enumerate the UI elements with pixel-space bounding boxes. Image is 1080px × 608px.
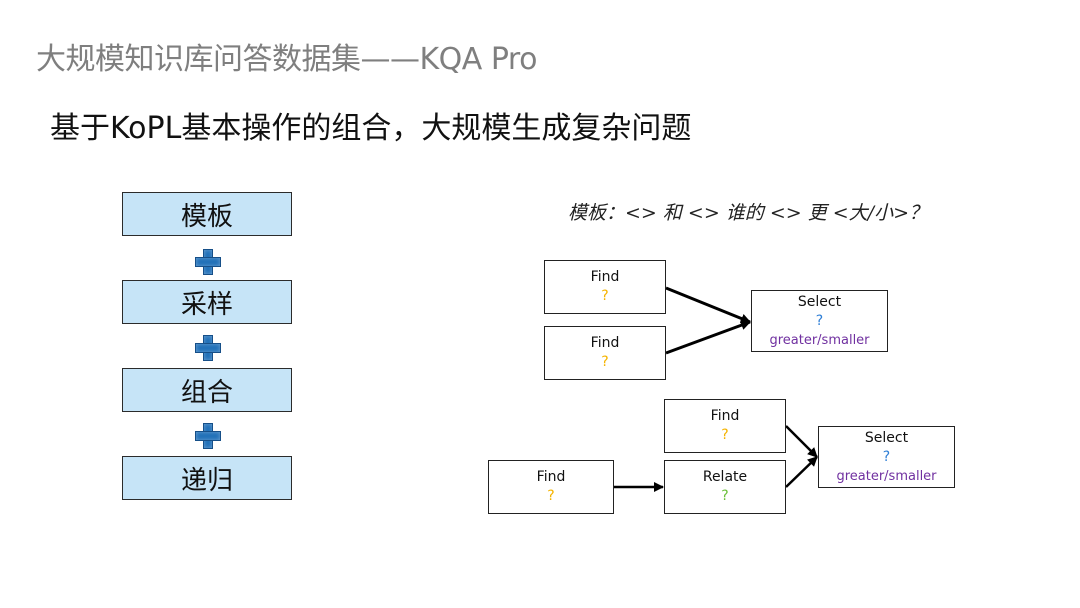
node-op-label: Find — [590, 269, 620, 285]
node-relate: Relate ? — [664, 460, 786, 514]
flow-step-template: 模板 — [122, 192, 292, 236]
flow-step-composition: 组合 — [122, 368, 292, 412]
arrow-find-top-to-select — [785, 425, 818, 458]
node-arg-placeholder: ? — [601, 288, 609, 304]
node-select-comparison: greater/smaller — [836, 468, 937, 484]
node-op-label: Relate — [702, 469, 748, 485]
plus-icon — [195, 335, 221, 361]
node-op-label: Select — [864, 429, 909, 446]
slide-subtitle: 基于KoPL基本操作的组合，大规模生成复杂问题 — [50, 111, 692, 146]
node-find: Find ? — [544, 260, 666, 314]
node-op-label: Find — [710, 408, 740, 424]
arrow-relate-to-select — [785, 456, 818, 488]
slide-title: 大规模知识库问答数据集——KQA Pro — [36, 42, 537, 77]
arrow-find-b-to-select — [665, 320, 751, 355]
node-find: Find ? — [664, 399, 786, 453]
node-arg-placeholder: ? — [815, 312, 824, 329]
flow-step-recursion: 递归 — [122, 456, 292, 500]
node-op-label: Find — [590, 335, 620, 351]
flow-step-sampling: 采样 — [122, 280, 292, 324]
node-op-label: Find — [536, 469, 566, 485]
node-find: Find ? — [488, 460, 614, 514]
plus-icon — [195, 249, 221, 275]
node-select: Select ? greater/smaller — [751, 290, 888, 352]
arrow-find-a-to-select — [665, 286, 751, 324]
node-select: Select ? greater/smaller — [818, 426, 955, 488]
node-select-comparison: greater/smaller — [769, 332, 870, 348]
node-arg-placeholder: ? — [721, 427, 729, 443]
node-arg-placeholder: ? — [882, 448, 891, 465]
node-arg-placeholder: ? — [547, 488, 555, 504]
plus-icon — [195, 423, 221, 449]
node-op-label: Select — [797, 293, 842, 310]
node-find: Find ? — [544, 326, 666, 380]
template-sentence: 模板：<> 和 <> 谁的 <> 更 <大/小>？ — [568, 202, 928, 224]
node-arg-placeholder: ? — [601, 354, 609, 370]
node-arg-placeholder: ? — [721, 488, 729, 504]
